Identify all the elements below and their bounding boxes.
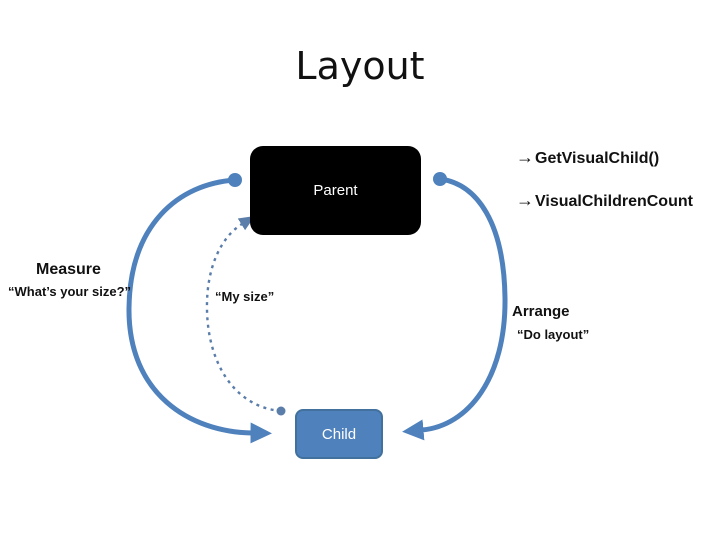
- parent-node: Parent: [250, 146, 421, 235]
- right-arrow-icon: →: [516, 190, 534, 210]
- child-node-label: Child: [321, 425, 357, 443]
- api-item-label: VisualChildrenCount: [535, 193, 693, 210]
- slide-title: Layout: [295, 44, 425, 88]
- my-size-quote: “My size”: [215, 289, 275, 304]
- right-arrow-icon: →: [516, 147, 534, 167]
- arrange-label: Arrange: [512, 303, 570, 320]
- my-size-dashed-arrow: [205, 216, 282, 413]
- child-node: Child: [295, 409, 383, 459]
- my-size-arrow-start-dot: [276, 406, 286, 416]
- parent-node-label: Parent: [313, 182, 358, 199]
- api-item-getvisualchild: →GetVisualChild(): [516, 147, 659, 168]
- measure-quote: “What’s your size?”: [8, 284, 132, 299]
- arrange-arrow: [402, 176, 508, 441]
- arrange-arrow-start-dot: [433, 172, 447, 186]
- arrange-quote: “Do layout”: [517, 327, 590, 342]
- api-item-visualchildrencount: →VisualChildrenCount: [516, 190, 693, 211]
- api-item-label: GetVisualChild(): [535, 150, 660, 167]
- measure-arrow-start-dot: [228, 173, 242, 187]
- measure-label: Measure: [36, 261, 101, 278]
- measure-arrow: [126, 177, 272, 444]
